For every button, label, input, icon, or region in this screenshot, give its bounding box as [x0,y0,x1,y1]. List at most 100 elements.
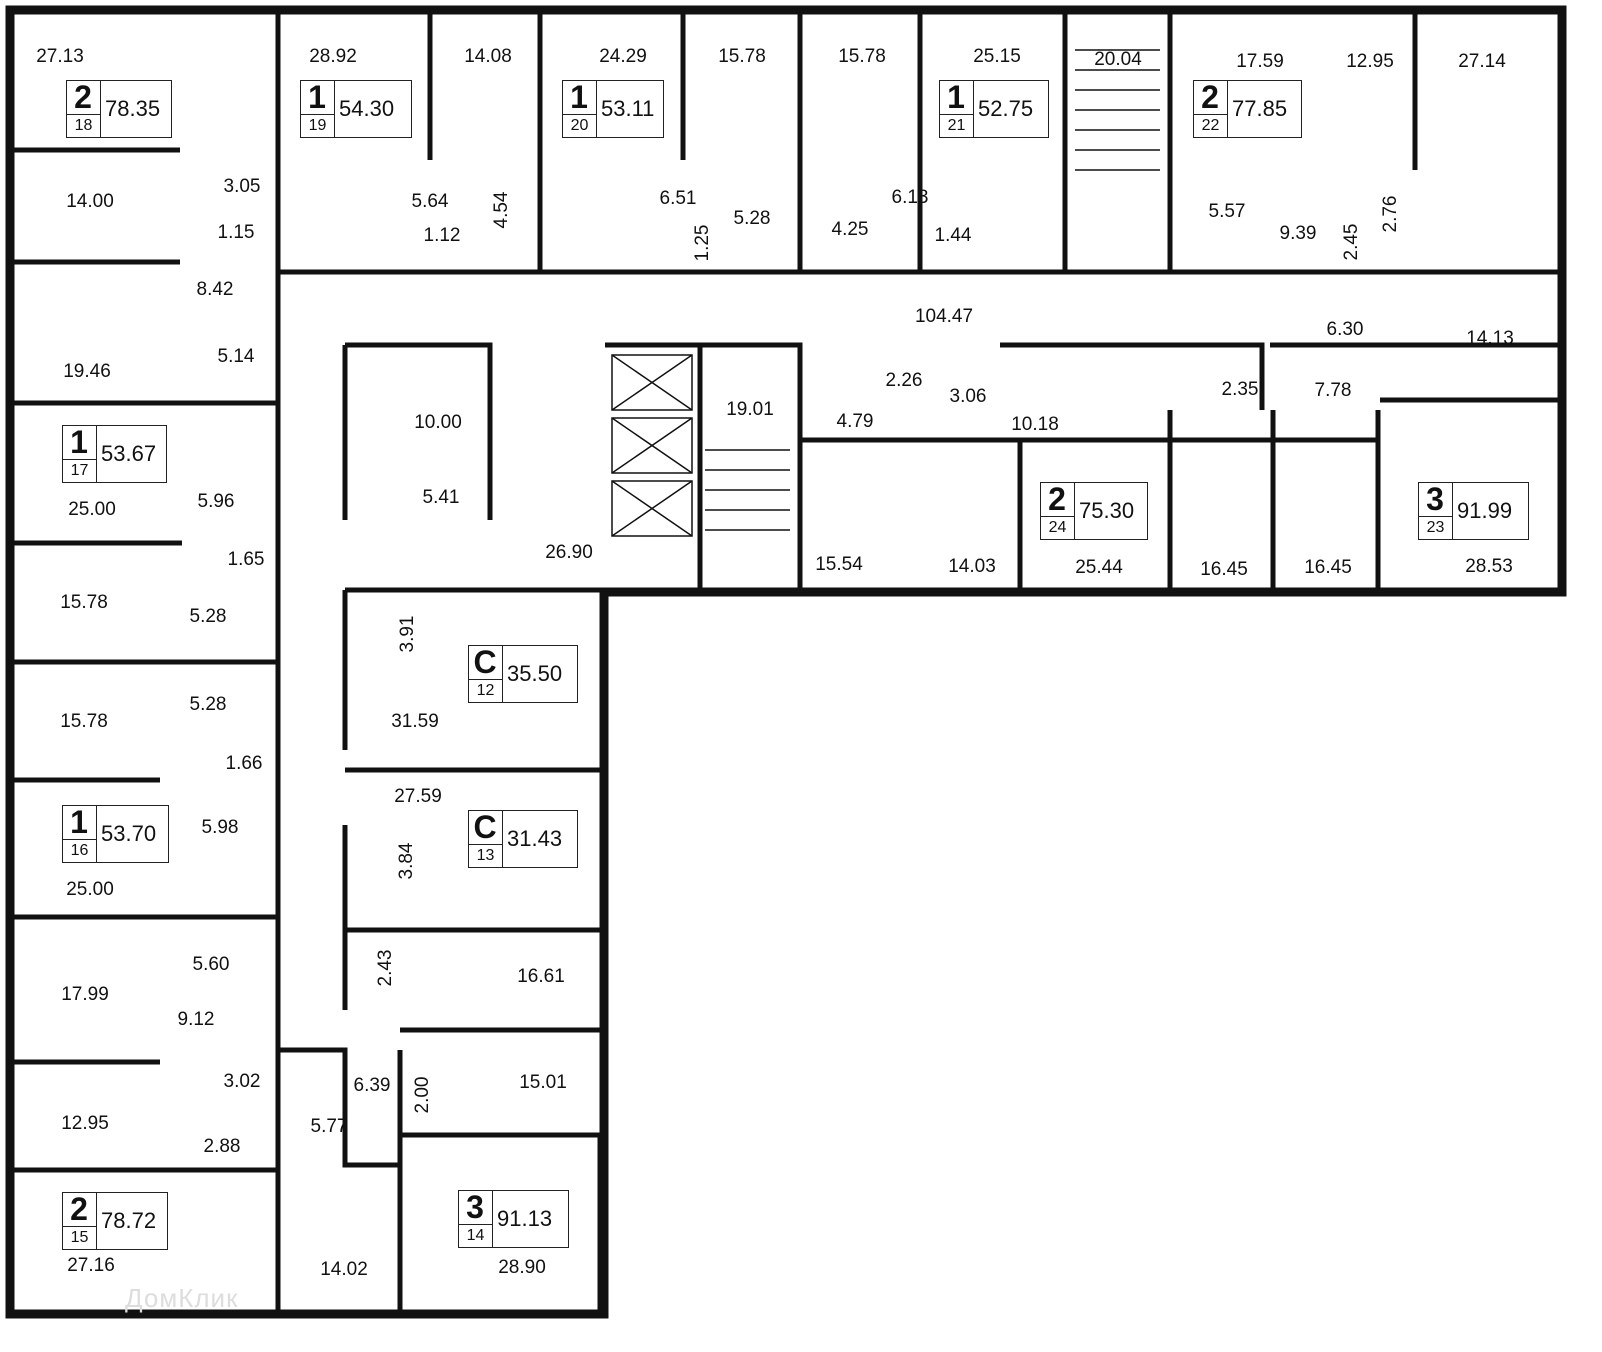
room-area: 25.44 [1075,557,1123,578]
room-area: 4.79 [836,411,874,432]
apartment-rooms: 1 [70,424,88,460]
room-area: 15.78 [60,711,108,732]
room-area: 6.30 [1326,319,1364,340]
room-area: 5.64 [411,191,449,212]
room-area: 27.13 [36,46,84,67]
room-area: 25.15 [973,46,1021,67]
room-area: 1.44 [934,225,972,246]
outer-wall [5,5,1567,1319]
room-area: 15.78 [838,46,886,67]
apartment-number: 17 [63,459,97,482]
room-area: 14.08 [464,46,512,67]
room-area: 3.06 [949,386,987,407]
room-area: 2.43 [375,949,396,987]
apartment-area: 54.30 [339,96,395,121]
room-area: 16.45 [1304,557,1352,578]
room-area: 17.59 [1236,51,1284,72]
apartment-number: 22 [1194,114,1228,137]
room-area: 2.88 [203,1136,241,1157]
watermark: ДомКлик [125,1283,239,1313]
apartment-rooms: 1 [70,804,88,840]
room-area: 20.04 [1094,49,1142,70]
room-area: 15.78 [60,592,108,613]
apartment-rooms: C [473,809,497,845]
room-area: 14.02 [320,1259,368,1280]
room-area: 5.57 [1208,201,1246,222]
room-area: 104.47 [914,306,974,327]
apartment-number: 14 [459,1224,493,1247]
apartment-rooms: 1 [308,79,326,115]
room-area: 19.01 [726,399,774,420]
room-area: 17.99 [61,984,109,1005]
room-area: 27.14 [1458,51,1506,72]
room-area: 14.13 [1466,328,1514,349]
room-area: 27.59 [394,786,442,807]
room-area: 9.12 [177,1009,215,1030]
apartment-number: 13 [469,844,503,867]
room-area: 14.03 [948,556,996,577]
room-area: 25.00 [68,499,116,520]
room-area: 16.45 [1200,559,1248,580]
room-area: 10.00 [414,412,462,433]
room-area: 12.95 [1346,51,1394,72]
apartment-area: 78.35 [105,96,161,121]
apartment-number: 16 [63,839,97,862]
room-area: 28.53 [1465,556,1513,577]
room-area: 5.28 [189,694,227,715]
apartment-number: 24 [1041,516,1075,539]
apartment-rooms: 2 [1201,79,1219,115]
room-area: 24.29 [599,46,647,67]
room-area: 28.92 [309,46,357,67]
room-area: 15.01 [519,1072,567,1093]
room-area: 1.66 [225,753,263,774]
room-area: 25.00 [66,879,114,900]
apartment-number: 19 [301,114,335,137]
room-area: 3.91 [397,615,418,653]
room-area: 6.13 [891,187,929,208]
room-area: 28.90 [498,1257,546,1278]
room-area: 10.18 [1011,414,1059,435]
apartment-rooms: 2 [70,1191,88,1227]
room-area: 5.60 [192,954,230,975]
room-area: 19.46 [63,361,111,382]
room-area: 5.28 [733,208,771,229]
apartment-rooms: 2 [1048,481,1066,517]
apartment-area: 78.72 [101,1208,157,1233]
room-area: 14.00 [66,191,114,212]
apartment-area: 35.50 [507,661,563,686]
room-area: 3.05 [223,176,261,197]
room-area: 1.15 [217,222,255,243]
apartment-number: 18 [67,114,101,137]
apartment-area: 53.70 [101,821,157,846]
room-area: 5.41 [422,487,460,508]
room-area: 2.26 [885,370,923,391]
apartment-area: 52.75 [978,96,1034,121]
room-area: 4.54 [491,191,512,229]
room-area: 8.42 [196,279,234,300]
room-area: 3.84 [396,842,417,880]
room-area: 6.39 [353,1075,391,1096]
room-area: 7.78 [1314,380,1352,401]
apartment-number: 21 [940,114,974,137]
room-area: 31.59 [391,711,439,732]
room-area: 5.14 [217,346,255,367]
apartment-area: 53.11 [601,96,655,121]
room-area: 2.76 [1380,195,1401,233]
apartment-rooms: 1 [947,79,965,115]
room-area: 5.77 [310,1116,348,1137]
apartment-area: 91.13 [497,1206,553,1231]
